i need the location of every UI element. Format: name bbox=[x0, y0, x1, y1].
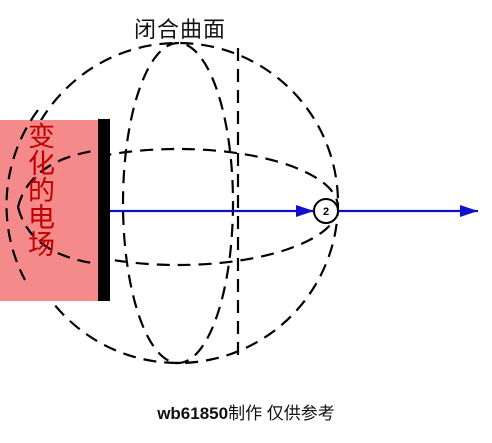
equator-over-field bbox=[16, 148, 100, 208]
equator-lower-over-field bbox=[16, 206, 100, 266]
meridian-ellipse bbox=[121, 41, 235, 365]
point-marker bbox=[313, 198, 339, 224]
credit-id: wb61850 bbox=[157, 404, 229, 423]
field-arrow-head-inner bbox=[296, 205, 314, 217]
changing-field-label: 变化的电场 bbox=[23, 122, 54, 257]
sphere-outline-over-field bbox=[5, 109, 39, 281]
closed-surface-label: 闭合曲面 bbox=[134, 18, 227, 43]
field-arrow-head-outer bbox=[460, 205, 478, 217]
capacitor-plate bbox=[98, 119, 110, 301]
credit-line: wb61850制作 仅供参考 bbox=[0, 399, 492, 424]
point-marker-label: 2 bbox=[323, 206, 329, 218]
credit-text: 制作 仅供参考 bbox=[228, 404, 335, 423]
